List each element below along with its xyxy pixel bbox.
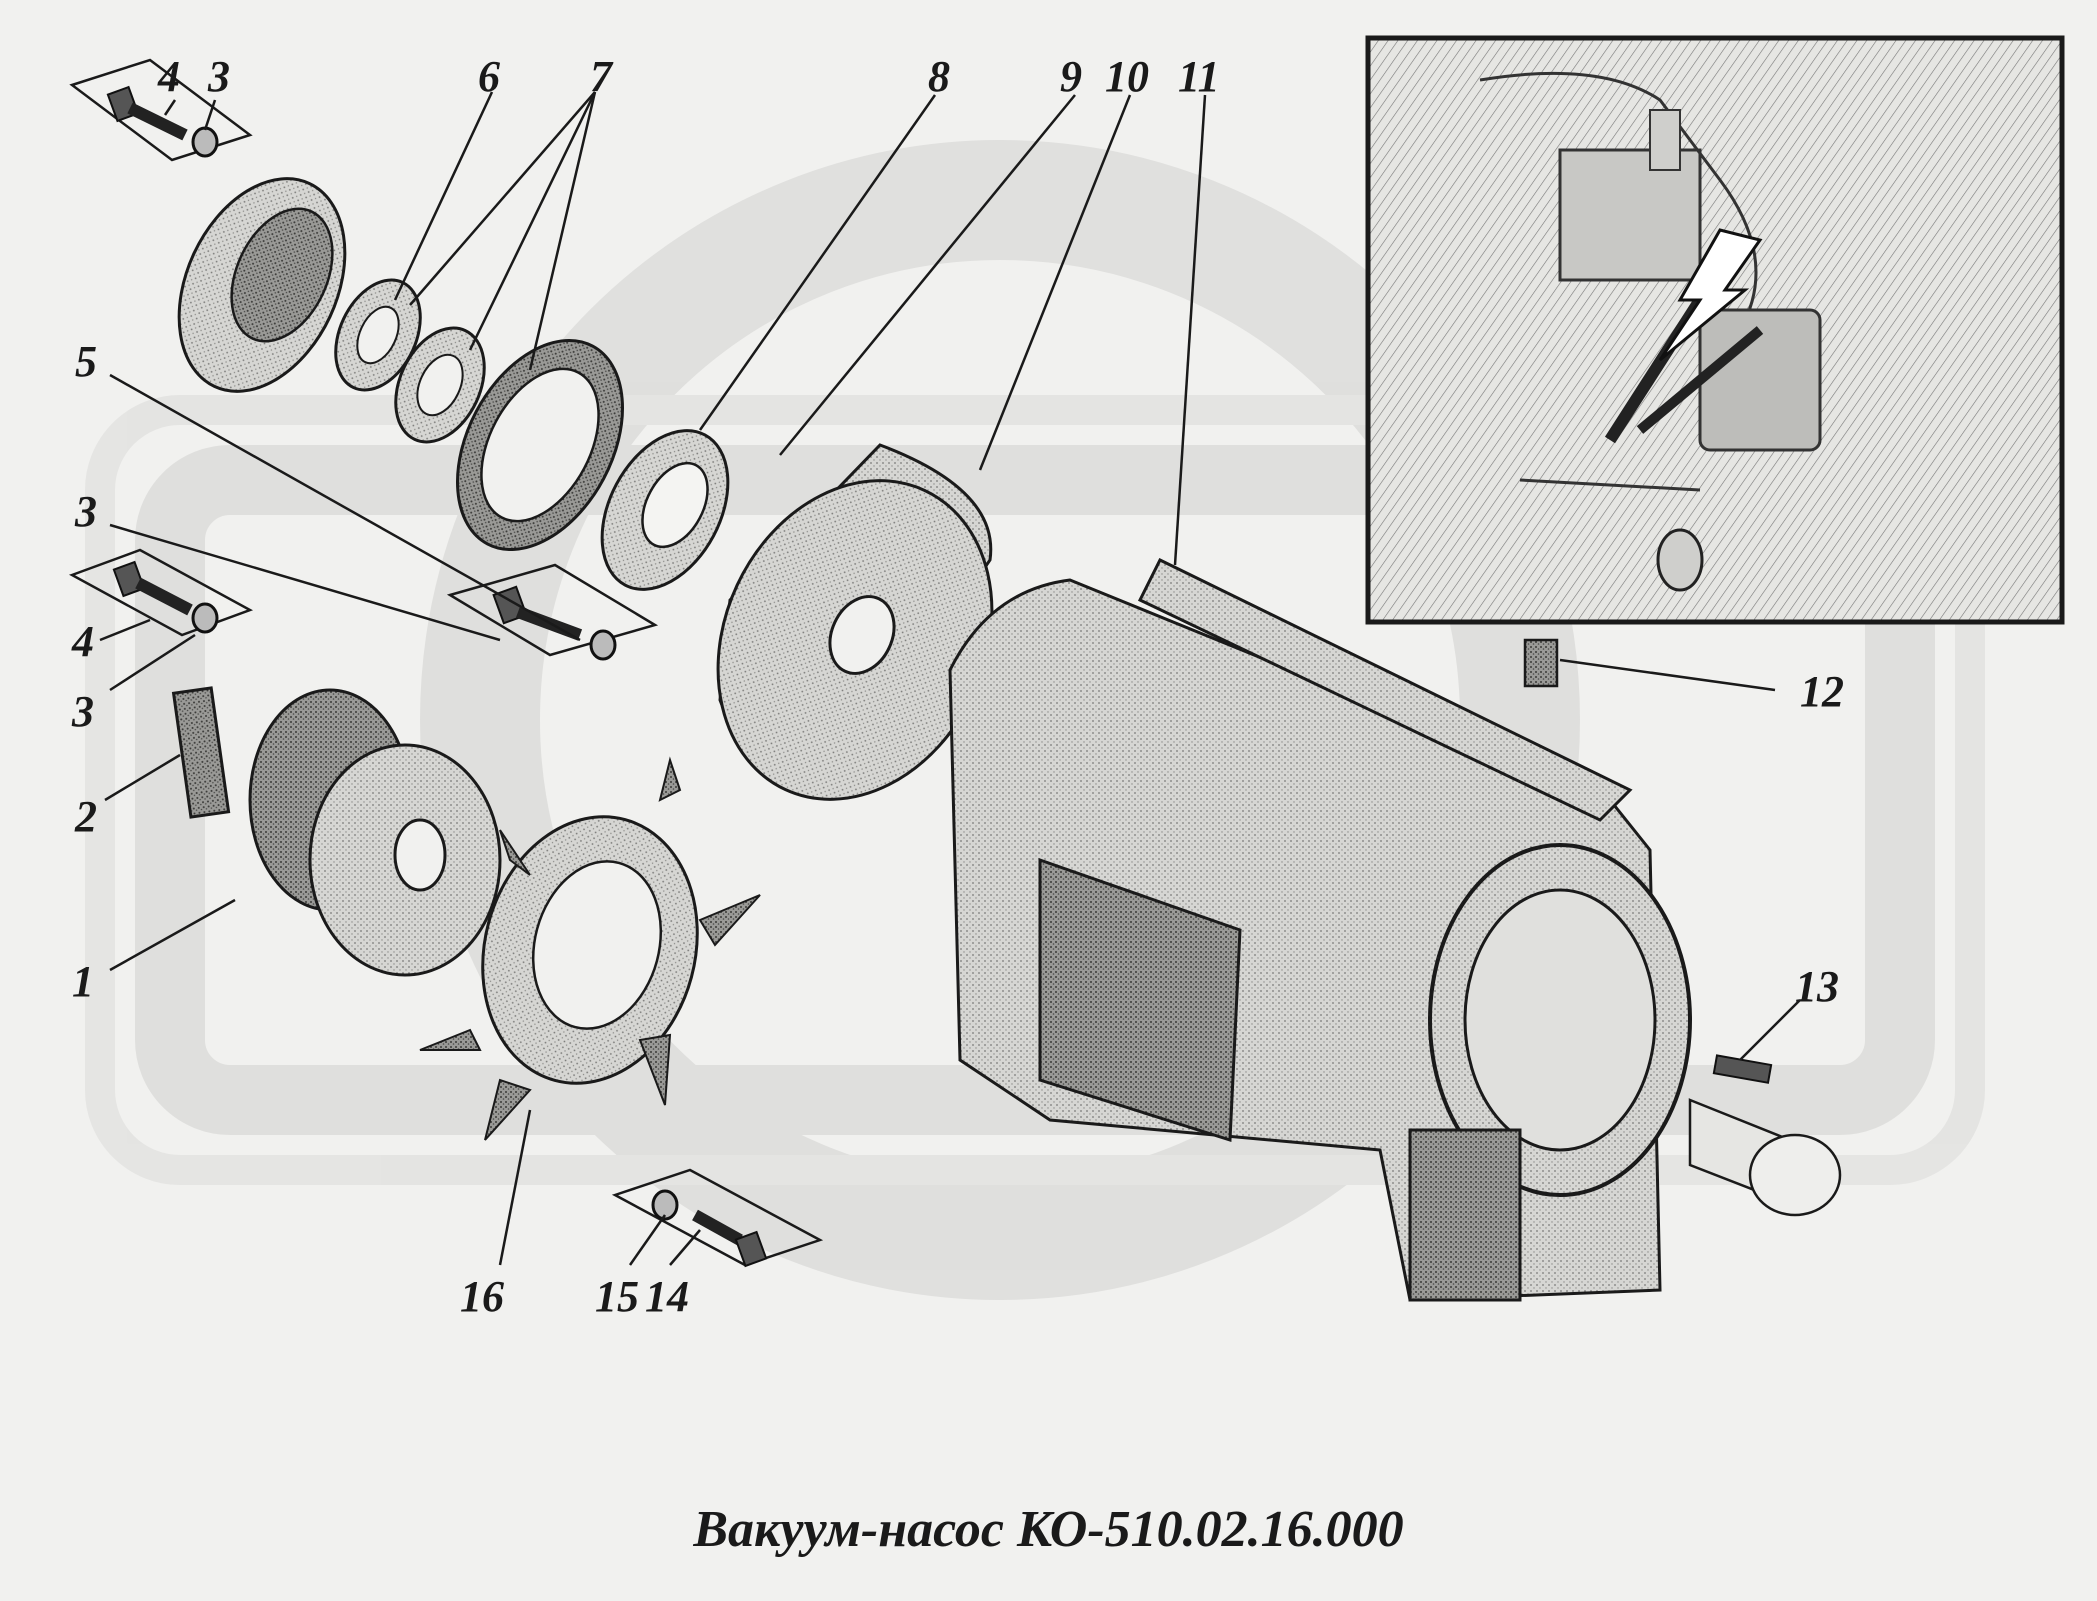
callout-12: 12 [1800, 667, 1844, 716]
callout-11: 11 [1178, 52, 1220, 101]
key-13 [1712, 1054, 1773, 1084]
bearing-8 [600, 429, 730, 591]
callout-1: 1 [72, 957, 94, 1006]
callout-13: 13 [1795, 962, 1839, 1011]
callout-9: 9 [1060, 52, 1082, 101]
leader-lines [99, 91, 1801, 1266]
callout-10: 10 [1105, 52, 1149, 101]
callout-3-mid: 3 [75, 487, 97, 536]
engine-location-inset [1365, 35, 2065, 625]
callout-15: 15 [595, 1272, 639, 1321]
shaft-end [1688, 1098, 1842, 1217]
callout-4-top: 4 [158, 52, 180, 101]
gasket-ring [456, 338, 624, 552]
pump-housing-11 [948, 557, 1692, 1302]
callout-3-left: 3 [72, 687, 94, 736]
diagram-caption: Вакуум-насос КО-510.02.16.000 [693, 1501, 1404, 1558]
callout-7: 7 [590, 52, 612, 101]
callout-8: 8 [928, 52, 950, 101]
callout-2: 2 [75, 792, 97, 841]
callout-3-top: 3 [208, 52, 230, 101]
callout-5: 5 [75, 337, 97, 386]
bolt-washer-group-top [69, 58, 253, 162]
callout-14: 14 [645, 1272, 689, 1321]
seal-rings-7 [334, 278, 486, 444]
fitting-12 [1523, 638, 1559, 688]
callout-16: 16 [460, 1272, 504, 1321]
plate-2 [171, 686, 231, 819]
callout-4-left: 4 [72, 617, 94, 666]
bolt-washer-group-bottom [611, 1168, 824, 1268]
location-arrow-icon [1658, 228, 1763, 362]
pulley-1 [248, 688, 502, 977]
rotor-vanes-16 [419, 756, 761, 1141]
end-plate-9-10 [716, 443, 994, 801]
flange-cover-6 [177, 177, 347, 393]
callout-6: 6 [478, 52, 500, 101]
